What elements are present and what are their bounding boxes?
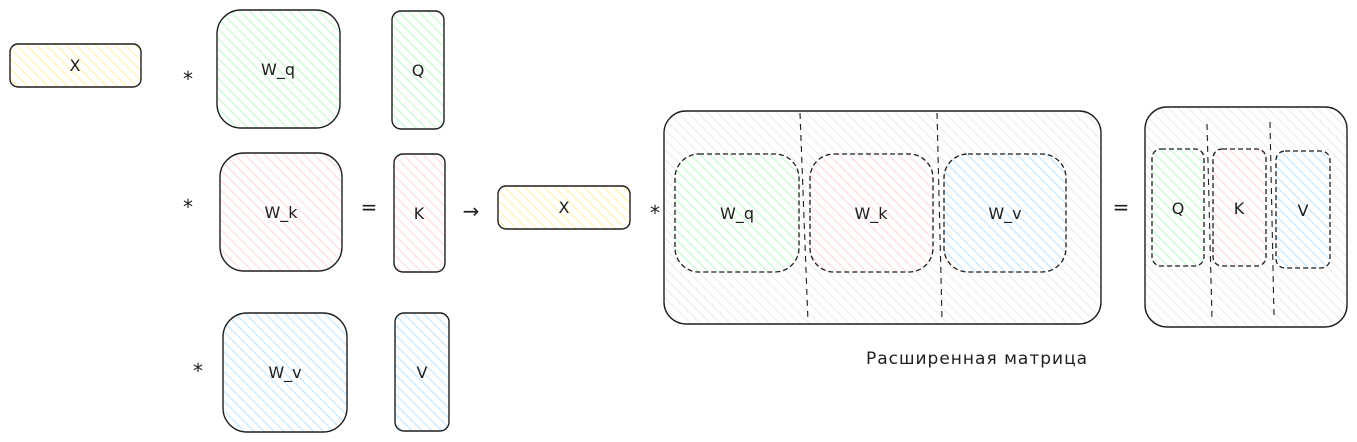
weight-v-label: W_v [268, 363, 301, 383]
weight-q-label: W_q [261, 60, 295, 80]
output-vector-k: K [393, 153, 446, 273]
extended-k-label: W_k [854, 204, 888, 224]
extended-v-label: W_v [988, 204, 1021, 224]
extended-matrix-caption: Расширенная матрица [866, 349, 1088, 369]
extended-divider-1 [799, 112, 809, 323]
extended-block-v: W_v [943, 153, 1067, 273]
extended-block-k: W_k [809, 153, 934, 273]
output-vector-q: Q [391, 10, 445, 130]
weight-matrix-k: W_k [219, 152, 343, 272]
right-x-label: X [559, 198, 570, 217]
output-k-label: K [414, 204, 425, 223]
combined-output-q: Q [1151, 148, 1205, 267]
mul-operator-k: * [183, 195, 193, 219]
output-q-label: Q [412, 61, 425, 80]
combined-output-v: V [1275, 150, 1331, 269]
extended-q-label: W_q [720, 204, 754, 224]
eq-operator-right: = [1113, 195, 1130, 219]
combined-q-label: Q [1172, 199, 1185, 218]
mul-operator-combined: * [650, 201, 660, 225]
eq-operator-left: = [361, 195, 378, 219]
output-vector-v: V [394, 312, 450, 432]
weight-k-label: W_k [264, 203, 298, 223]
weight-matrix-q: W_q [216, 9, 341, 129]
left-input-x: X [9, 43, 142, 88]
extended-matrix: W_q W_k W_v [663, 110, 1102, 325]
combined-output: Q K V [1144, 106, 1348, 328]
mul-operator-q: * [183, 67, 193, 91]
combined-v-label: V [1298, 201, 1309, 220]
mul-operator-v: * [193, 359, 203, 383]
transform-arrow: → [463, 199, 480, 223]
right-input-x: X [497, 185, 631, 230]
extended-block-q: W_q [674, 153, 800, 273]
extended-divider-2 [936, 112, 943, 319]
left-x-label: X [70, 56, 81, 75]
weight-matrix-v: W_v [222, 312, 348, 433]
combined-output-k: K [1212, 148, 1267, 267]
output-v-label: V [417, 363, 428, 382]
combined-k-label: K [1234, 199, 1245, 218]
